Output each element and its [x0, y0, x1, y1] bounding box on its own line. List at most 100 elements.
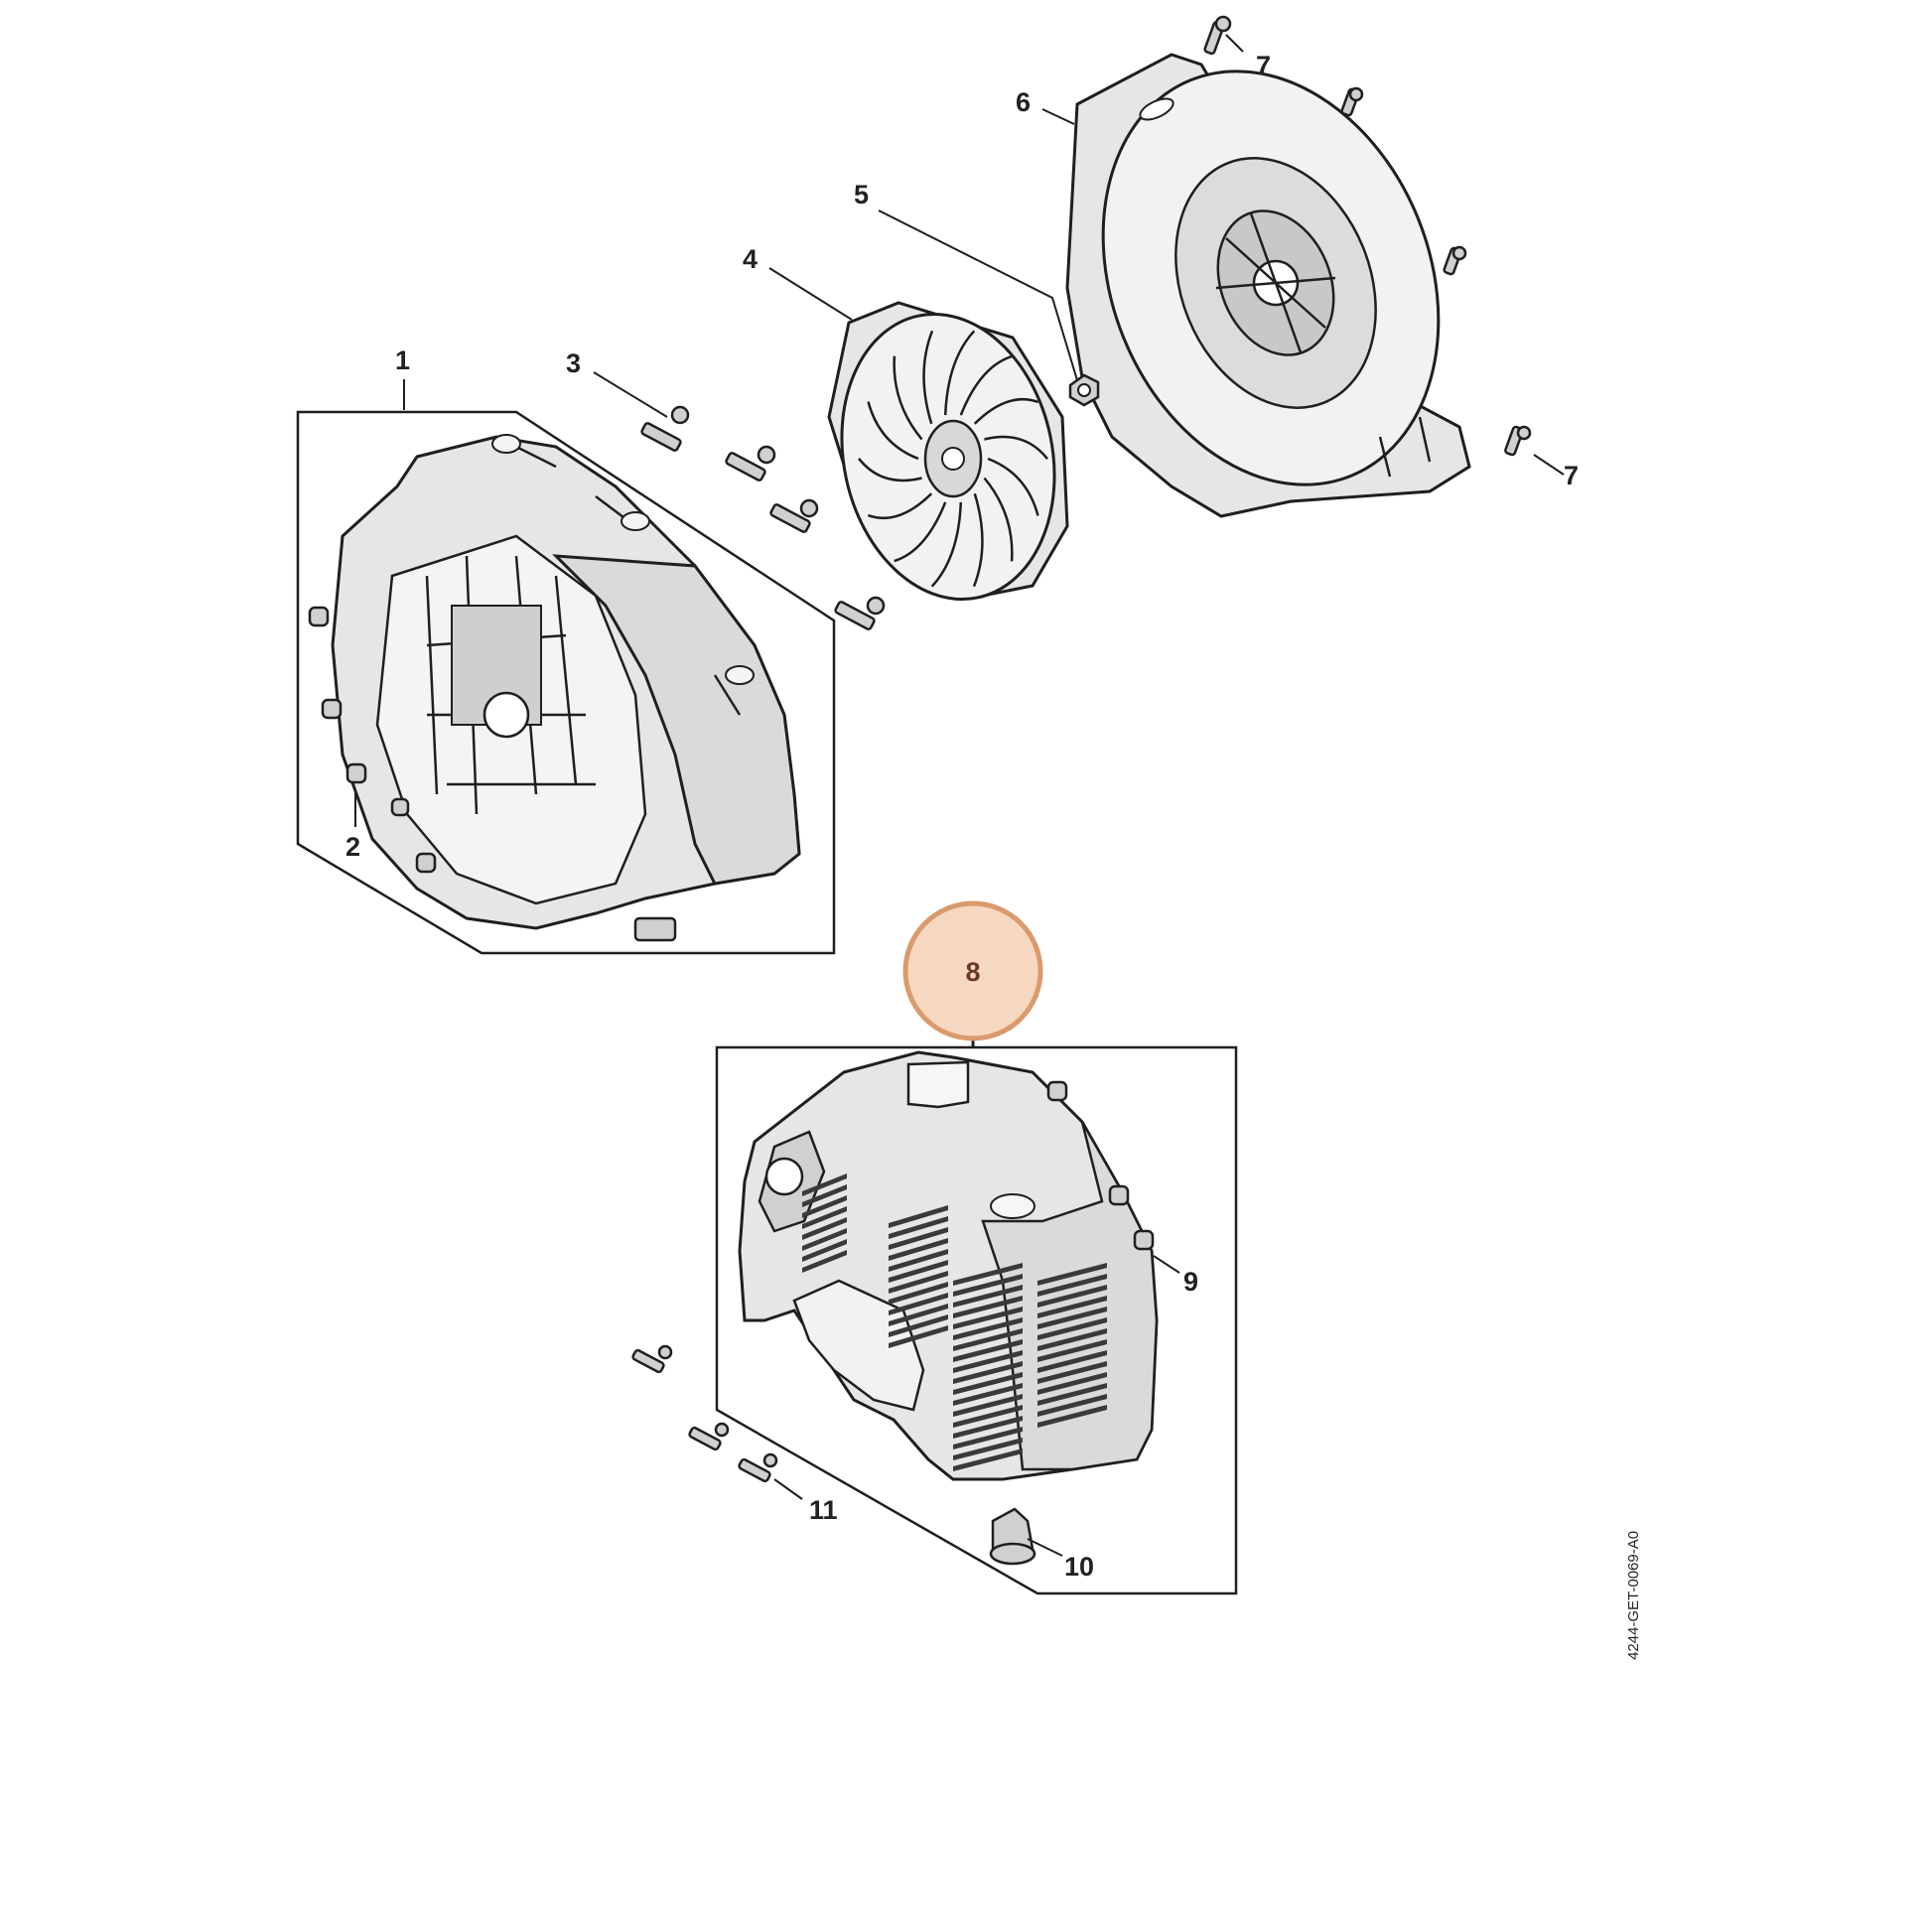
callout-7-bottom[interactable]: 7	[1564, 461, 1579, 490]
vent-slot	[1037, 1394, 1107, 1417]
screw-3-a[interactable]	[640, 405, 690, 452]
vent-slot	[802, 1239, 847, 1262]
fan-blade	[858, 458, 922, 483]
fan-blade	[922, 330, 934, 425]
vent-slot	[802, 1217, 847, 1240]
leader-lines	[354, 34, 1565, 1557]
vent-slot	[953, 1394, 1023, 1417]
vent-slot	[889, 1314, 948, 1337]
vent-slot	[889, 1271, 948, 1294]
vent-slot	[802, 1250, 847, 1273]
fan-blade	[943, 330, 976, 416]
vent-slot	[889, 1260, 948, 1283]
screw-7-upper-right[interactable]	[1340, 86, 1364, 117]
pin-2-a[interactable]	[308, 606, 330, 627]
vent-slot	[953, 1427, 1023, 1449]
fan-blade	[867, 492, 933, 520]
part-8-frame	[715, 1045, 1238, 1595]
grommet-9-a[interactable]	[1046, 1080, 1068, 1102]
vent-slot	[889, 1249, 948, 1272]
grommet-9-c[interactable]	[1133, 1229, 1155, 1251]
part-1-frame	[296, 410, 836, 955]
vent-slot	[953, 1274, 1023, 1297]
callout-4[interactable]: 4	[743, 244, 758, 274]
vent-slot	[1037, 1350, 1107, 1373]
vent-slot	[889, 1205, 948, 1228]
callout-6[interactable]: 6	[1016, 87, 1031, 117]
vent-slot	[1037, 1328, 1107, 1351]
fan-blade	[894, 501, 947, 563]
vent-slot	[953, 1317, 1023, 1340]
screw-7-bottom[interactable]	[1504, 425, 1532, 457]
pin-2-b[interactable]	[321, 698, 343, 720]
blower-housing-part[interactable]	[1043, 21, 1498, 536]
vent-slot	[953, 1361, 1023, 1384]
fan-blade	[983, 477, 1014, 562]
vent-slot	[953, 1263, 1023, 1286]
vent-slot	[889, 1216, 948, 1239]
vent-slot	[953, 1285, 1023, 1308]
pin-2-c[interactable]	[345, 762, 367, 784]
vent-slot	[802, 1184, 847, 1207]
vent-slot	[1037, 1372, 1107, 1395]
vent-slot	[889, 1238, 948, 1261]
vent-slot	[1037, 1274, 1107, 1297]
fan-blade	[987, 457, 1039, 516]
vent-slot	[1037, 1285, 1107, 1308]
vent-slot	[802, 1173, 847, 1196]
vent-slot	[953, 1307, 1023, 1329]
rubber-foot-part[interactable]	[989, 1507, 1036, 1566]
vent-slot	[889, 1304, 948, 1326]
highlight-ring-8	[902, 900, 1043, 1041]
callout-2[interactable]: 2	[345, 832, 360, 862]
vent-slot	[1037, 1307, 1107, 1329]
vent-slot	[953, 1296, 1023, 1318]
vent-slot	[953, 1328, 1023, 1351]
callout-5[interactable]: 5	[854, 180, 869, 209]
pin-2-e[interactable]	[415, 852, 437, 874]
fan-blade	[930, 501, 963, 588]
fan-housing-part[interactable]	[331, 434, 801, 942]
screw-7-right[interactable]	[1443, 245, 1467, 276]
callout-3[interactable]: 3	[566, 348, 581, 378]
vent-slot	[1037, 1296, 1107, 1318]
fan-blade	[973, 397, 1039, 425]
engine-cover-part[interactable]	[738, 1050, 1159, 1481]
fan-blade	[984, 435, 1048, 460]
pin-2-d[interactable]	[390, 797, 410, 817]
vent-slot	[1037, 1383, 1107, 1406]
vent-slot	[889, 1282, 948, 1305]
screw-3-b[interactable]	[725, 445, 776, 482]
vent-slot	[1037, 1317, 1107, 1340]
vent-slot	[1037, 1263, 1107, 1286]
callout-7-top[interactable]: 7	[1256, 51, 1271, 80]
screw-3-d[interactable]	[834, 596, 886, 630]
vent-slot	[802, 1206, 847, 1229]
vent-slot	[802, 1195, 847, 1218]
screw-7-top[interactable]	[1203, 15, 1232, 56]
screw-11-b[interactable]	[688, 1422, 730, 1451]
fan-blade	[972, 492, 984, 588]
vent-slot	[953, 1416, 1023, 1439]
vent-slot	[953, 1438, 1023, 1460]
vent-slot	[1037, 1339, 1107, 1362]
vent-slot	[1037, 1361, 1107, 1384]
screw-11-a[interactable]	[631, 1344, 673, 1374]
callout-11[interactable]: 11	[809, 1495, 838, 1525]
callout-1[interactable]: 1	[395, 345, 410, 375]
screw-11-c[interactable]	[738, 1452, 778, 1483]
callout-8[interactable]: 8	[965, 957, 980, 987]
vent-slot	[953, 1405, 1023, 1428]
fan-blade	[893, 355, 923, 441]
grommet-9-b[interactable]	[1108, 1184, 1130, 1206]
callout-10[interactable]: 10	[1064, 1552, 1094, 1582]
vent-slot	[889, 1325, 948, 1348]
screw-3-c[interactable]	[769, 498, 819, 533]
fan-impeller-part[interactable]	[816, 294, 1080, 619]
vent-slot	[953, 1372, 1023, 1395]
vent-slot	[802, 1228, 847, 1251]
fan-blade	[867, 401, 919, 461]
callout-9[interactable]: 9	[1183, 1267, 1198, 1297]
vent-slot	[953, 1383, 1023, 1406]
nut-part[interactable]	[1068, 373, 1100, 407]
